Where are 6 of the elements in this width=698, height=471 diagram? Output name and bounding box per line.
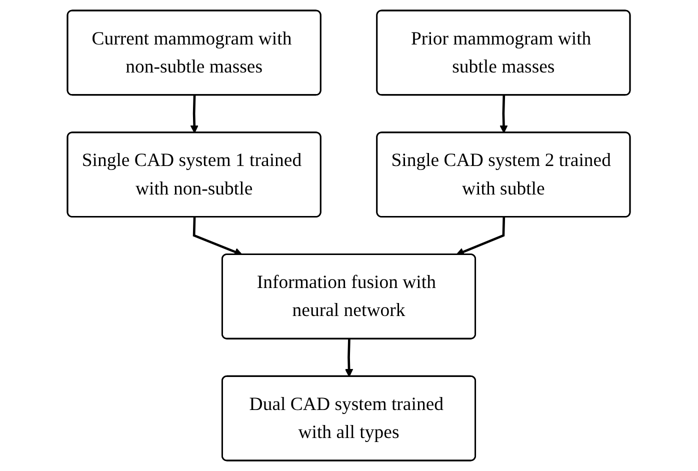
arrow xyxy=(345,339,354,377)
arrow xyxy=(500,95,508,134)
flowchart: Current mammogram with non-subtle masses Prior mammogram with subtle masses Single CAD system 1 trained with non-subtle Single CAD system 2 trained with subtle Information fusion with neural network Dual CAD system trained with all types xyxy=(60,3,638,468)
arrow xyxy=(193,217,243,256)
arrow xyxy=(190,95,199,134)
arrow xyxy=(456,217,506,256)
